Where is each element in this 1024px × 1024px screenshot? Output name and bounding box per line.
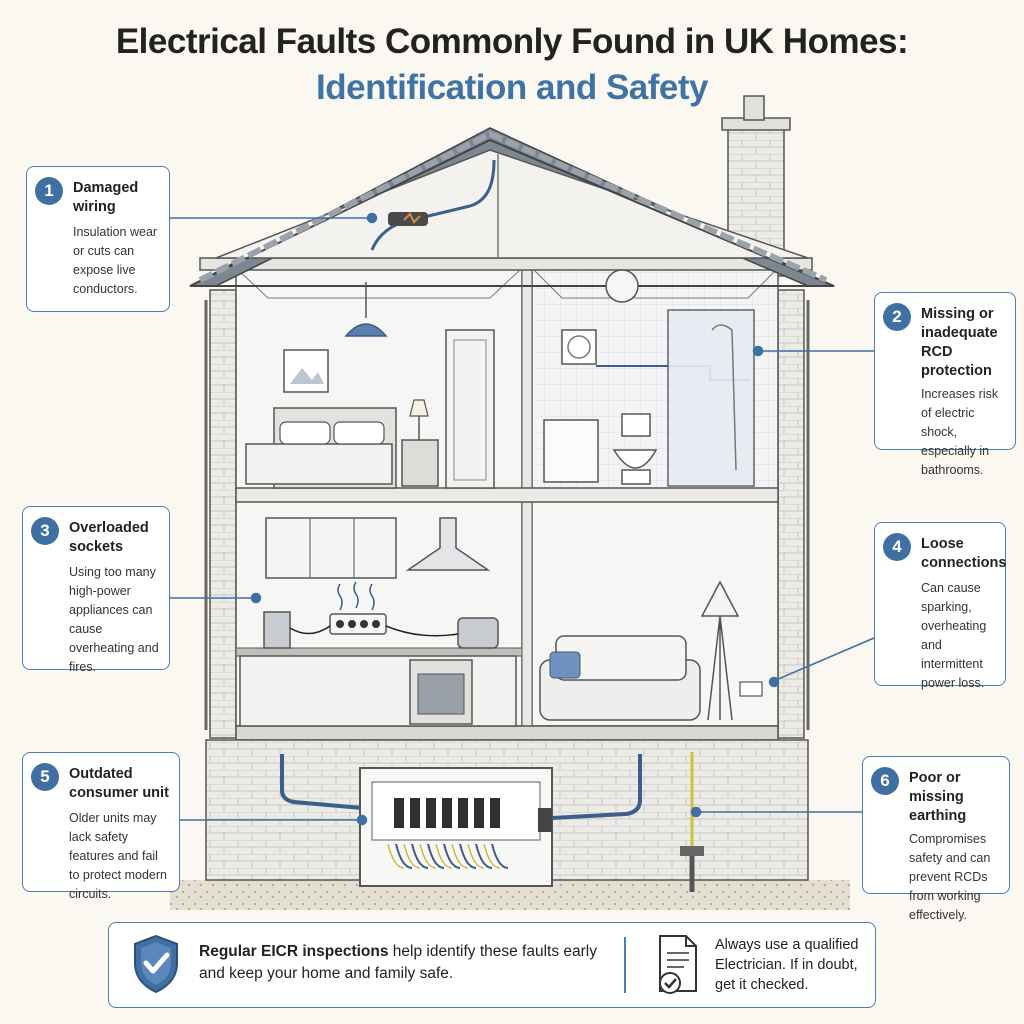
callout-number: 3 <box>31 517 59 545</box>
bed <box>245 443 393 485</box>
sink <box>543 419 599 483</box>
page-subtitle: Identification and Safety <box>316 68 709 107</box>
marker-6 <box>690 806 702 818</box>
overloaded-extension <box>329 613 387 635</box>
loft <box>215 149 809 259</box>
footer-message-bold: Regular EICR inspections <box>199 943 389 960</box>
callout-number: 4 <box>883 533 911 561</box>
document-check-icon <box>659 935 697 994</box>
callout-heading: Poor or missing earthing <box>909 770 967 824</box>
footer-divider <box>624 937 626 993</box>
cooker-hood <box>405 517 491 571</box>
shield-check-icon <box>134 934 178 994</box>
right-wall <box>777 289 805 739</box>
page-title: Electrical Faults Commonly Found in UK H… <box>115 22 909 61</box>
callout-body: Older units may lack safety features and… <box>69 811 167 901</box>
footer-banner: Regular EICR inspections help identify t… <box>108 922 876 1008</box>
callout-loose-connections: 4 Loose connections Can cause sparking, … <box>874 522 1007 690</box>
marker-4 <box>768 676 780 688</box>
marker-2 <box>752 345 764 357</box>
callout-rcd-protection: 2 Missing or inadequate RCD protection I… <box>874 292 1016 477</box>
callout-overloaded-sockets: 3 Overloaded sockets Using too many high… <box>22 506 170 674</box>
callout-heading: Damaged wiring <box>73 180 139 215</box>
callout-outdated-consumer-unit: 5 Outdated consumer unit Older units may… <box>22 752 180 901</box>
callout-body: Compromises safety and can prevent RCDs … <box>909 832 991 922</box>
footer-message-rest: help identify these faults early and kee… <box>199 943 597 982</box>
callout-heading: Loose connections <box>921 536 1007 571</box>
marker-3 <box>250 592 262 604</box>
callout-number: 1 <box>35 177 63 205</box>
door <box>445 329 495 489</box>
first-floor <box>235 487 779 503</box>
callout-number: 6 <box>871 767 899 795</box>
loose-socket <box>739 681 763 697</box>
toilet <box>612 449 658 485</box>
marker-5 <box>356 814 368 826</box>
callout-number: 2 <box>883 303 911 331</box>
callout-heading: Overloaded sockets <box>69 520 149 555</box>
ground-floor-slab <box>235 725 779 741</box>
callout-body: Using too many high-power appliances can… <box>69 565 159 674</box>
left-wall <box>209 289 237 739</box>
kettle <box>263 611 291 649</box>
callout-heading: Outdated consumer unit <box>69 766 169 801</box>
callout-body: Can cause sparking, overheating and inte… <box>921 581 987 690</box>
extractor-fan <box>561 329 597 365</box>
marker-1 <box>366 212 378 224</box>
callout-damaged-wiring: 1 Damaged wiring Insulation wear or cuts… <box>26 166 170 312</box>
footer-message: Regular EICR inspections help identify t… <box>199 941 599 985</box>
callout-heading: Missing or inadequate RCD protection <box>921 306 998 379</box>
callout-poor-earthing: 6 Poor or missing earthing Compromises s… <box>862 756 1010 922</box>
callout-body: Insulation wear or cuts can expose live … <box>73 225 158 296</box>
callout-body: Increases risk of electric shock, especi… <box>921 387 999 477</box>
shower <box>667 309 755 487</box>
toaster <box>457 617 499 649</box>
footer-advice: Always use a qualified Electrician. If i… <box>715 937 859 993</box>
callout-number: 5 <box>31 763 59 791</box>
